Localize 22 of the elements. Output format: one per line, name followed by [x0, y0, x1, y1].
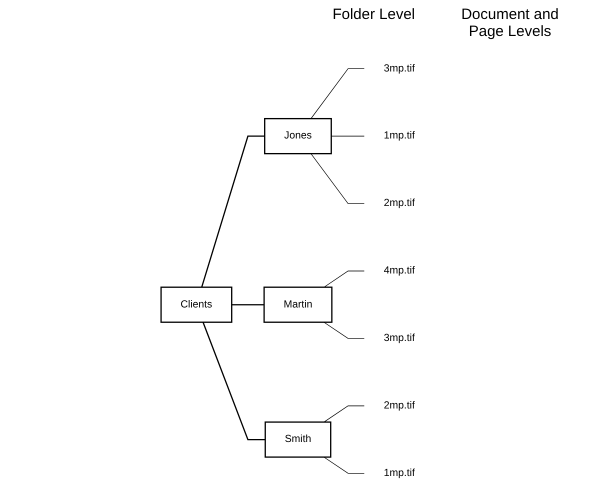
node-text: 1mp.tif: [384, 467, 415, 478]
connector: [232, 304, 264, 306]
connector: [202, 322, 266, 440]
column-heading: Folder Level: [332, 6, 415, 25]
node-text: 1mp.tif: [384, 130, 415, 142]
connector: [323, 270, 364, 288]
connector: [323, 406, 364, 422]
node-box: Clients: [160, 286, 232, 323]
node-box: Smith: [264, 421, 332, 458]
node-text: 3mp.tif: [384, 332, 415, 344]
node-box: Jones: [264, 118, 332, 154]
connector: [323, 322, 364, 339]
node-text: 2mp.tif: [384, 400, 415, 412]
connector: [310, 153, 364, 204]
node-text: 3mp.tif: [384, 62, 415, 74]
node-text: 2mp.tif: [384, 198, 415, 209]
node-text: 4mp.tif: [384, 265, 415, 276]
connector: [323, 456, 364, 474]
column-heading: Document and Page Levels: [460, 6, 560, 42]
node-box: Martin: [263, 286, 332, 323]
connector: [310, 68, 364, 119]
connector: [200, 135, 264, 288]
